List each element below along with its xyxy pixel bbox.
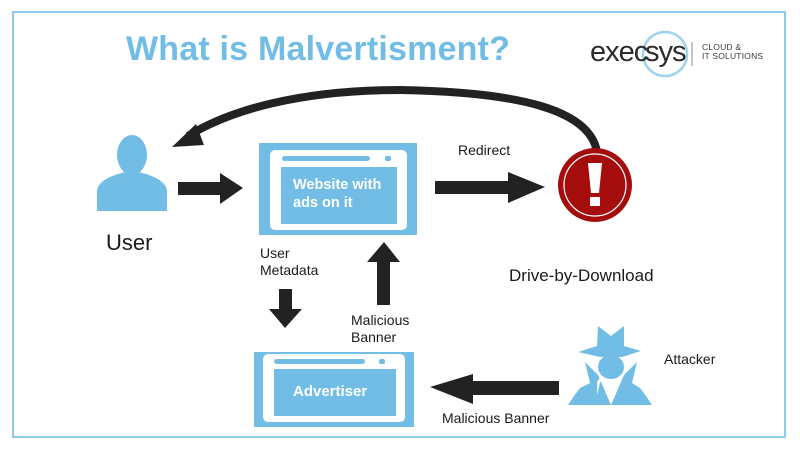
user-metadata-line2: Metadata	[260, 262, 319, 278]
arrow-website-to-advertiser	[269, 289, 302, 328]
logo-tagline: CLOUD & IT SOLUTIONS	[702, 43, 763, 61]
user-metadata-label: User Metadata	[260, 245, 318, 279]
website-window-icon	[259, 143, 417, 235]
redirect-label: Redirect	[458, 142, 511, 158]
slide-frame	[12, 11, 786, 438]
website-label-line2: ads on it	[293, 195, 353, 211]
return-curve-arrowhead	[172, 124, 204, 147]
website-label: Website with ads on it	[293, 176, 381, 212]
malicious-banner-up-line1: Malicious	[351, 312, 410, 328]
malicious-banner-left-label: Malicious Banner	[442, 410, 550, 426]
page-title: What is Malvertisment?	[126, 30, 511, 68]
advertiser-window-icon	[254, 352, 414, 427]
logo-word-exec: exec	[590, 36, 648, 68]
advertiser-label: Advertiser	[293, 383, 368, 400]
arrow-advertiser-to-website	[367, 242, 400, 305]
warning-exclamation-icon	[558, 148, 632, 222]
malicious-banner-up-line2: Banner	[351, 329, 397, 345]
logo-word-sys: sys	[645, 36, 686, 68]
return-curve-arrow	[185, 85, 601, 153]
arrow-attacker-to-advertiser	[430, 374, 559, 404]
logo-tagline-line1: CLOUD &	[702, 42, 742, 52]
user-label: User	[106, 230, 153, 255]
arrow-website-to-drive-by	[435, 172, 545, 203]
arrow-user-to-website	[178, 173, 243, 204]
website-label-line1: Website with	[293, 177, 382, 193]
user-icon	[97, 135, 167, 211]
logo-tagline-line2: IT SOLUTIONS	[702, 51, 764, 61]
malicious-banner-up-label: Malicious Banner	[351, 312, 409, 346]
drive-by-download-label: Drive-by-Download	[509, 266, 654, 285]
user-metadata-line1: User	[260, 245, 290, 261]
attacker-label: Attacker	[664, 351, 716, 367]
spy-hat-icon	[568, 326, 652, 405]
